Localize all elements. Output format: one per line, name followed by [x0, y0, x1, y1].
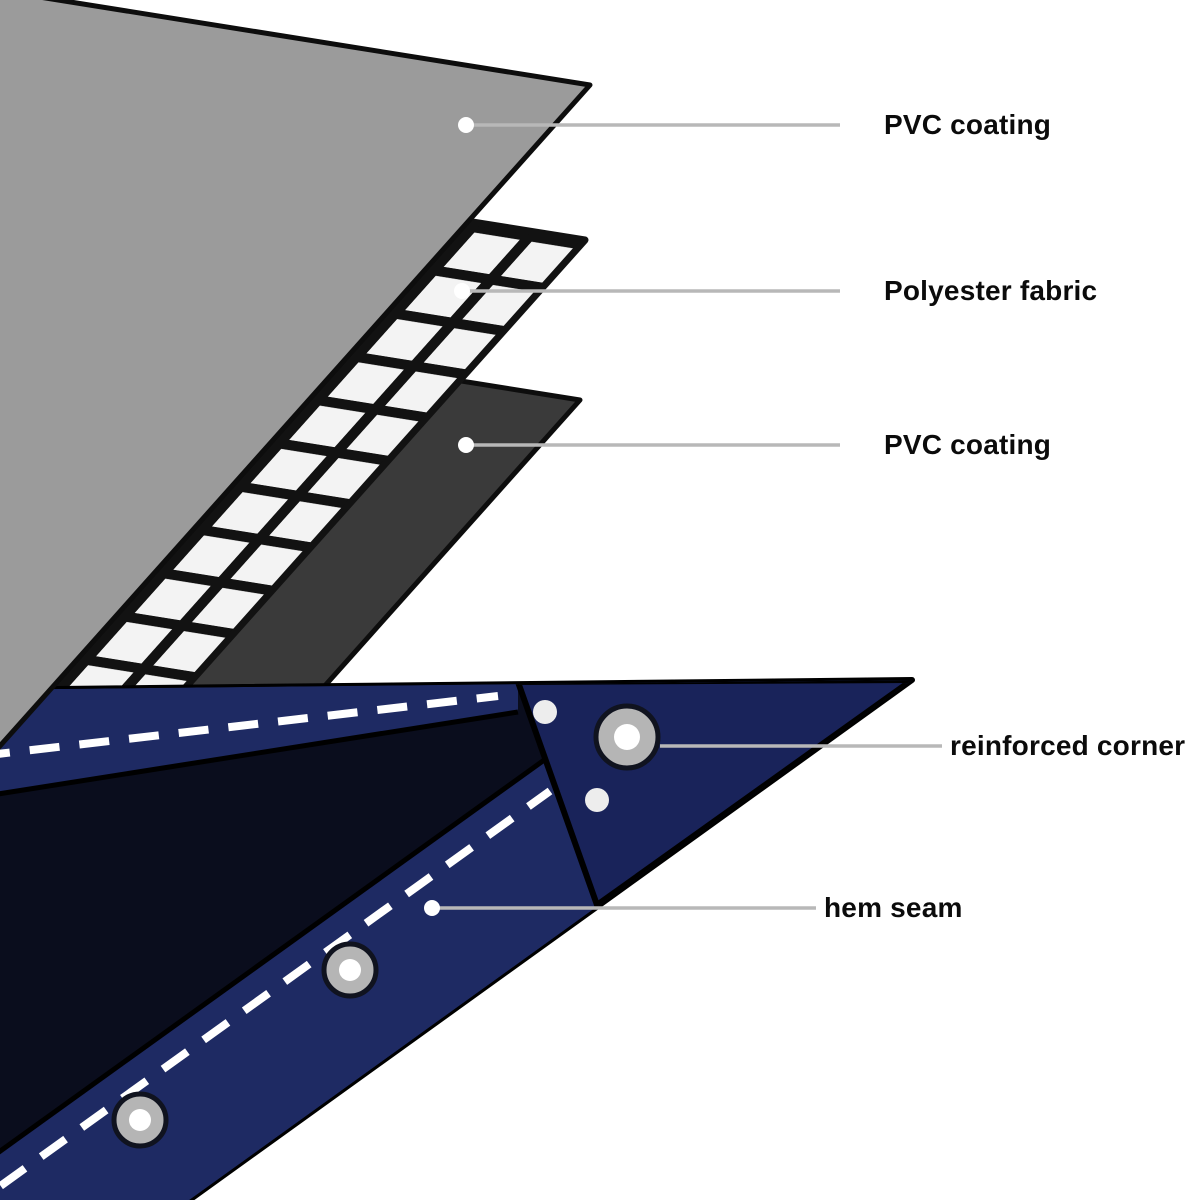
tarp-bottom-stitch-dashes: [0, 787, 553, 1200]
leader-dot-polyester: [454, 283, 470, 299]
corner-rivet-dot: [585, 788, 609, 812]
hem-grommet: [111, 1091, 169, 1149]
pvc-top-sheet: [0, 0, 593, 750]
leader-lines: [424, 117, 942, 916]
layer-pvc-top: [0, 0, 593, 750]
tarp-top-hem-seam-line: [0, 709, 519, 803]
corner-grommet: [593, 703, 661, 771]
leader-dot-pvc-top: [458, 117, 474, 133]
label-hem-seam: hem seam: [824, 892, 963, 923]
tarp-details: [0, 680, 912, 1200]
label-polyester-fabric: Polyester fabric: [884, 275, 1098, 306]
hem-grommet: [321, 941, 379, 999]
leader-dot-hem-seam: [424, 900, 440, 916]
label-pvc-coating-bottom: PVC coating: [884, 429, 1052, 460]
layer-tarp: [0, 677, 915, 1200]
label-pvc-coating-top: PVC coating: [884, 109, 1052, 140]
label-reinforced-corner: reinforced corner: [950, 730, 1186, 761]
leader-dot-pvc-bottom: [458, 437, 474, 453]
tarp-top-stitch-dashes: [0, 692, 499, 760]
corner-rivet-dot: [533, 700, 557, 724]
